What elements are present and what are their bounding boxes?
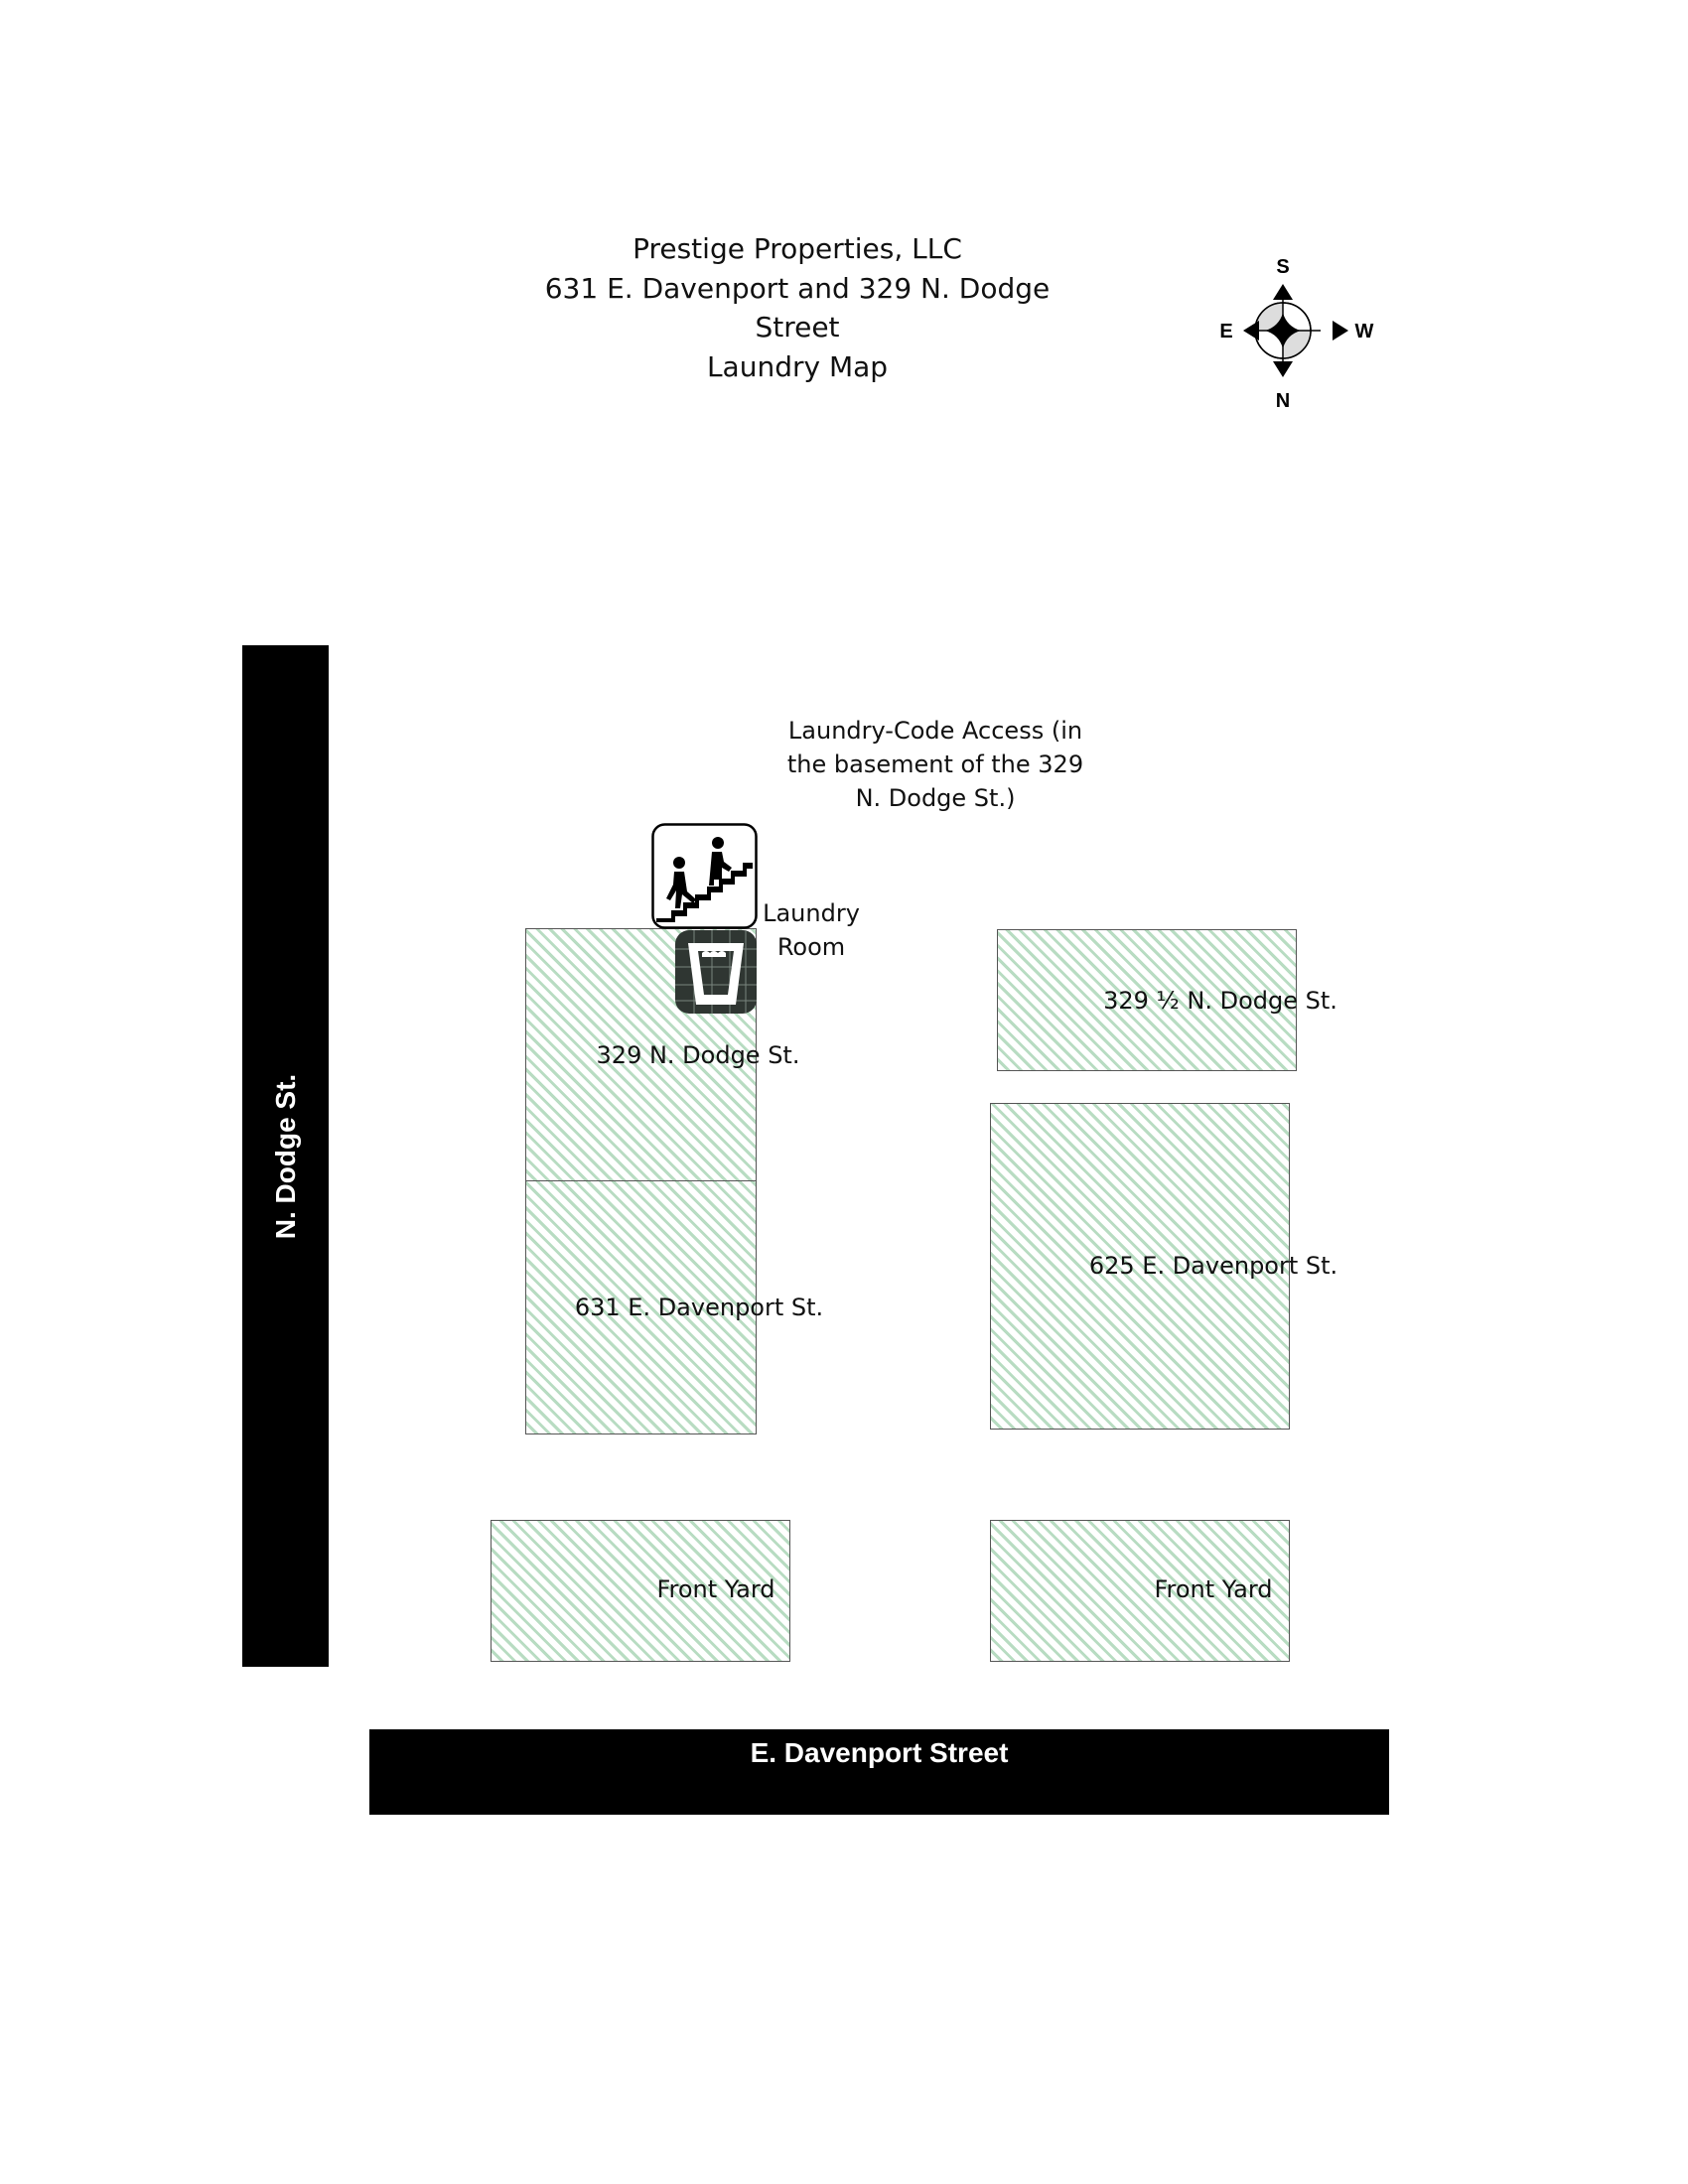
title-line: Street [755,311,840,343]
building-631-e-davenport [525,1180,757,1434]
compass-label-top: S [1276,256,1289,278]
compass-label-left: E [1219,321,1232,342]
title-line: Prestige Properties, LLC [633,232,962,265]
label-line: Room [776,933,846,961]
compass-label-bottom: N [1276,390,1290,412]
yard-label: Front Yard [1154,1575,1273,1603]
street-n-dodge: N. Dodge St. [242,645,329,1667]
stairs-icon [651,823,758,929]
building-625-e-davenport [990,1103,1290,1430]
street-label: N. Dodge St. [269,1073,301,1239]
note-line: Laundry-Code Access (in [787,717,1083,745]
title-line: Laundry Map [706,349,889,383]
yard-label: Front Yard [656,1575,775,1603]
street-label: E. Davenport Street [750,1737,1009,1768]
front-yard-right [990,1520,1290,1662]
access-note: Laundry-Code Access (in the basement of … [787,714,1083,815]
note-line: the basement of the 329 [786,751,1084,778]
front-yard-left [491,1520,790,1662]
laundry-bucket-icon [675,930,757,1014]
building-label: 329 N. Dodge St. [596,1041,800,1069]
building-label: 631 E. Davenport St. [574,1294,824,1321]
label-line: Laundry [763,899,860,927]
building-329-half-n-dodge [997,929,1297,1071]
compass-label-right: W [1355,321,1374,342]
map-title: Prestige Properties, LLC 631 E. Davenpor… [499,229,1095,386]
building-label: 625 E. Davenport St. [1088,1252,1338,1280]
note-line: N. Dodge St.) [855,784,1016,812]
laundry-room-label: Laundry Room [763,896,860,964]
building-label: 329 ½ N. Dodge St. [1103,987,1337,1015]
compass-rose-icon: S E W N [1219,256,1374,412]
title-line: 631 E. Davenport and 329 N. Dodge [544,271,1051,305]
street-e-davenport: E. Davenport Street [369,1729,1389,1815]
